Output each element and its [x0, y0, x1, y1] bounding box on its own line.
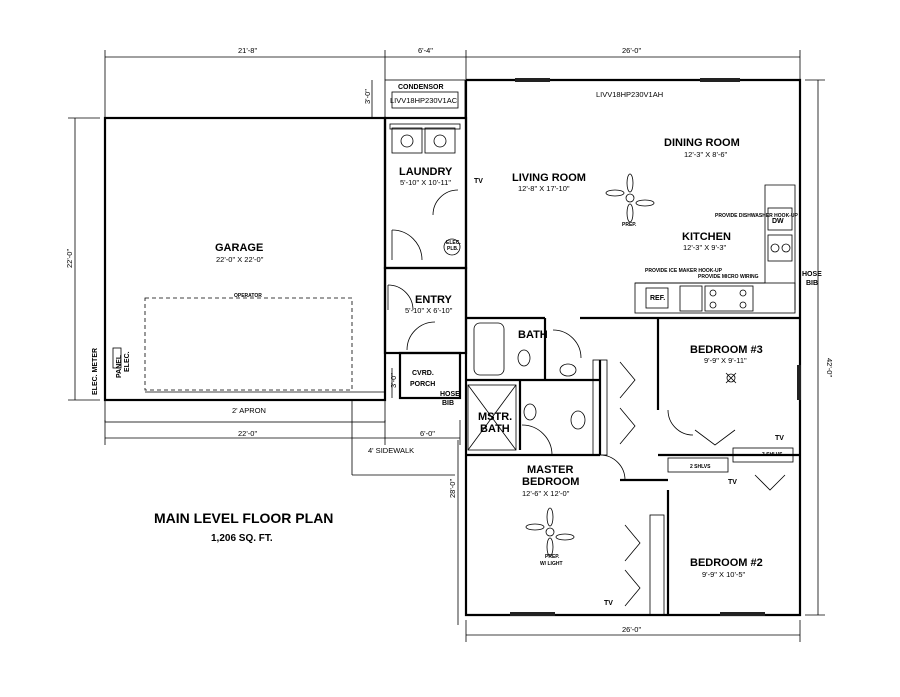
kitchen-name: KITCHEN [682, 231, 731, 243]
ceiling-fan-light-icon [525, 507, 575, 557]
condensor: CONDENSOR LIVV18HP230V1AC [384, 79, 466, 119]
tv-living: TV [474, 178, 483, 185]
hose-bib-right-1: HOSE [802, 271, 822, 278]
tv-bed2: TV [728, 479, 737, 486]
garage-size: 22'-0" X 22'-0" [216, 255, 264, 264]
tv-master: TV [604, 600, 613, 607]
elec-plb-2: PLB. [447, 246, 459, 252]
dim-bottom-garage: 22'-0" [238, 429, 257, 438]
interior-walls [466, 316, 800, 616]
master-bedroom: MASTER BEDROOM 12'-6" X 12'-0" PREP. W/ … [522, 464, 613, 607]
dim-bottom-house: 26'-0" [622, 625, 641, 634]
ref-label: REF. [650, 295, 665, 302]
elec-meter-label: ELEC. METER [92, 348, 99, 395]
dimension-lines [68, 50, 825, 642]
hose-bib-left-2: BIB [442, 400, 454, 407]
prep-light-2: W/ LIGHT [540, 561, 563, 567]
porch-label-2: PORCH [410, 381, 435, 388]
panel-label-1: PANEL [116, 354, 123, 378]
master-size: 12'-6" X 12'-0" [522, 489, 570, 498]
bedroom-2: BEDROOM #2 9'-9" X 10'-5" TV 2 SHLVS [690, 464, 763, 579]
bed3-name: BEDROOM #3 [690, 344, 763, 356]
panel-label-2: ELEC. [124, 351, 131, 372]
apron-label: 2' APRON [232, 406, 266, 415]
dw-label: DW [772, 218, 784, 225]
tv-bed3: TV [775, 435, 784, 442]
laundry-entry: ELEC. PLB. LAUNDRY 5'-10" X 10'-11" ENTR… [351, 116, 468, 476]
dim-lower-left: 28'-0" [448, 479, 457, 498]
dining-size: 12'-3" X 8'-6" [684, 150, 728, 159]
dimension-texts: 21'-8" 6'-4" 26'-0" 22'-0" 42'-0" 22'-0"… [65, 46, 834, 634]
dim-condensor-side: 3'-0" [363, 89, 372, 104]
plan-area: 1,206 SQ. FT. [211, 533, 273, 544]
dim-top-garage: 21'-8" [238, 46, 257, 55]
bath-name: BATH [518, 329, 548, 341]
dining-name: DINING ROOM [664, 137, 740, 149]
living-dining-kitchen: LIVING ROOM 12'-8" X 17'-10" DINING ROOM… [474, 137, 822, 314]
dim-porch-side: 3'-0" [389, 373, 398, 388]
condensor-label: CONDENSOR [398, 84, 444, 91]
dim-right-house: 42'-0" [825, 358, 834, 377]
master-name-1: MASTER [527, 464, 574, 476]
hose-bib-left-1: HOSE [440, 391, 460, 398]
ice-hookup-label: PROVIDE ICE MAKER HOOK-UP [645, 268, 723, 274]
bath: BATH [473, 322, 582, 377]
porch-label-1: CVRD. [412, 370, 434, 377]
mstr-bath-1: MSTR. [478, 411, 512, 423]
micro-wiring-label: PROVIDE MICRO WIRING [698, 274, 759, 280]
laundry-size: 5'-10" X 10'-11" [400, 178, 451, 187]
sidewalk-label: 4' SIDEWALK [368, 446, 414, 455]
prep-light-1: PREP. [545, 554, 560, 560]
operator-label: OPERATOR [234, 293, 262, 299]
unit-left-label: LIVV18HP230V1AC [390, 96, 458, 105]
mstr-bath-2: BATH [480, 423, 510, 435]
electric-meter-icon [112, 347, 122, 369]
unit-right-label: LIVV18HP230V1AH [596, 90, 663, 99]
closet-doors [599, 361, 786, 607]
kitchen-size: 12'-3" X 9'-3" [683, 243, 727, 252]
dim-bottom-middle: 6'-0" [420, 429, 435, 438]
prep-label: PREP. [622, 222, 637, 228]
living-size: 12'-8" X 17'-10" [518, 184, 570, 193]
ceiling-light-icon [725, 372, 737, 384]
elec-plb-1: ELEC. [446, 240, 461, 246]
dim-top-house: 26'-0" [622, 46, 641, 55]
dish-hookup-label: PROVIDE DISHWASHER HOOK-UP [715, 213, 798, 219]
bed3-size: 9'-9" X 9'-11" [704, 356, 747, 365]
dim-left-garage: 22'-0" [65, 249, 74, 268]
house-shell: LIVV18HP230V1AH [464, 78, 802, 617]
plan-title: MAIN LEVEL FLOOR PLAN [154, 510, 334, 526]
shelves-bed3: 3 SHLVS [762, 452, 783, 458]
ceiling-fan-icon [605, 173, 655, 223]
master-bath: MSTR. BATH [467, 384, 586, 456]
shelves-bed2: 2 SHLVS [690, 464, 711, 470]
garage: GARAGE 22'-0" X 22'-0" OPERATOR 2' APRON… [92, 116, 387, 423]
dim-top-middle: 6'-4" [418, 46, 433, 55]
entry-name: ENTRY [415, 294, 453, 306]
living-name: LIVING ROOM [512, 172, 586, 184]
bed2-name: BEDROOM #2 [690, 557, 763, 569]
bedroom-3: BEDROOM #3 9'-9" X 9'-11" TV 3 SHLVS [690, 344, 784, 458]
laundry-name: LAUNDRY [399, 166, 453, 178]
garage-name: GARAGE [215, 242, 263, 254]
entry-size: 5'-10" X 6'-10" [405, 306, 453, 315]
bed2-size: 9'-9" X 10'-5" [702, 570, 746, 579]
hose-bib-right-2: BIB [806, 280, 818, 287]
master-name-2: BEDROOM [522, 476, 579, 488]
